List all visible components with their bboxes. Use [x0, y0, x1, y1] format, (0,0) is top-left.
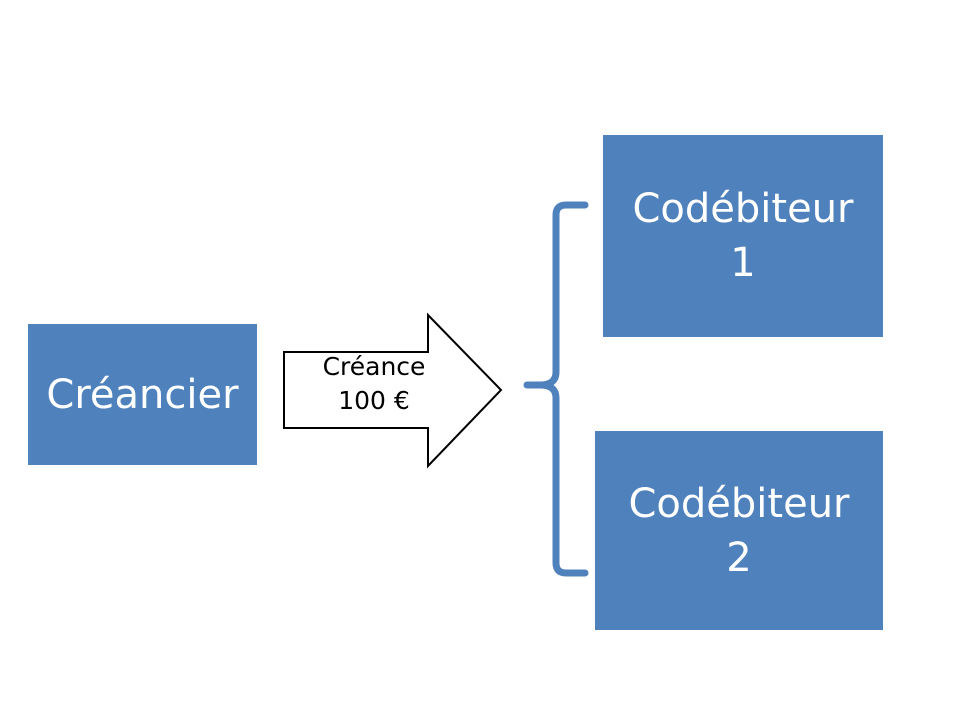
codebtor-2-box: Codébiteur 2: [595, 431, 883, 630]
claim-arrow-label: Créance 100 €: [300, 350, 448, 418]
claim-amount: 100 €: [338, 386, 410, 415]
codebtor-2-number: 2: [726, 534, 752, 581]
codebtor-1-number: 1: [730, 240, 756, 286]
creditor-box: Créancier: [28, 324, 257, 465]
codebtor-1-box: Codébiteur 1: [603, 135, 883, 337]
codebtor-1-label: Codébiteur: [632, 186, 854, 232]
creditor-label: Créancier: [46, 371, 239, 418]
codebtor-brace: [523, 201, 589, 577]
claim-arrow: [283, 312, 503, 469]
codebtor-2-label: Codébiteur: [628, 480, 850, 527]
claim-label-line1: Créance: [322, 352, 426, 381]
